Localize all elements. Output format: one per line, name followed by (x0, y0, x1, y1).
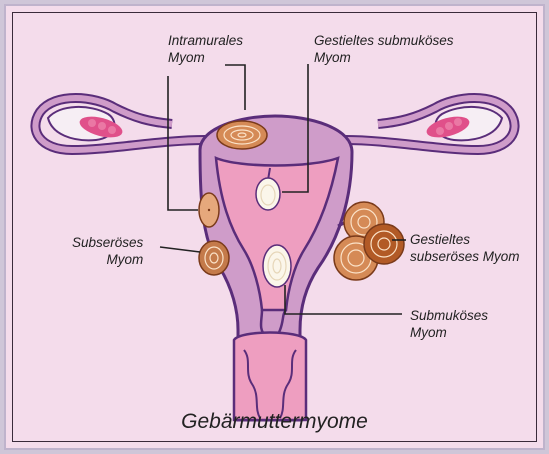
fibroid-intramural (199, 193, 219, 227)
leader-subserous (160, 247, 200, 252)
label-intramural: Intramurales Myom (168, 32, 243, 66)
label-pedunculated-submucous: Gestieltes submuköses Myom (314, 32, 454, 66)
leader-intramural (225, 65, 245, 110)
label-submucous: Submuköses Myom (410, 307, 488, 341)
label-subserous: Subseröses Myom (72, 234, 143, 268)
fibroid-top (217, 121, 267, 149)
label-pedunculated-subserous: Gestieltes subseröses Myom (410, 231, 520, 265)
fallopian-tube-left (35, 98, 205, 150)
vagina (234, 333, 306, 421)
fallopian-tube-right (345, 98, 515, 150)
fibroid-submucous (263, 245, 291, 287)
diagram-caption: Gebärmuttermyome (0, 410, 549, 434)
fibroid-subserous (199, 241, 229, 275)
